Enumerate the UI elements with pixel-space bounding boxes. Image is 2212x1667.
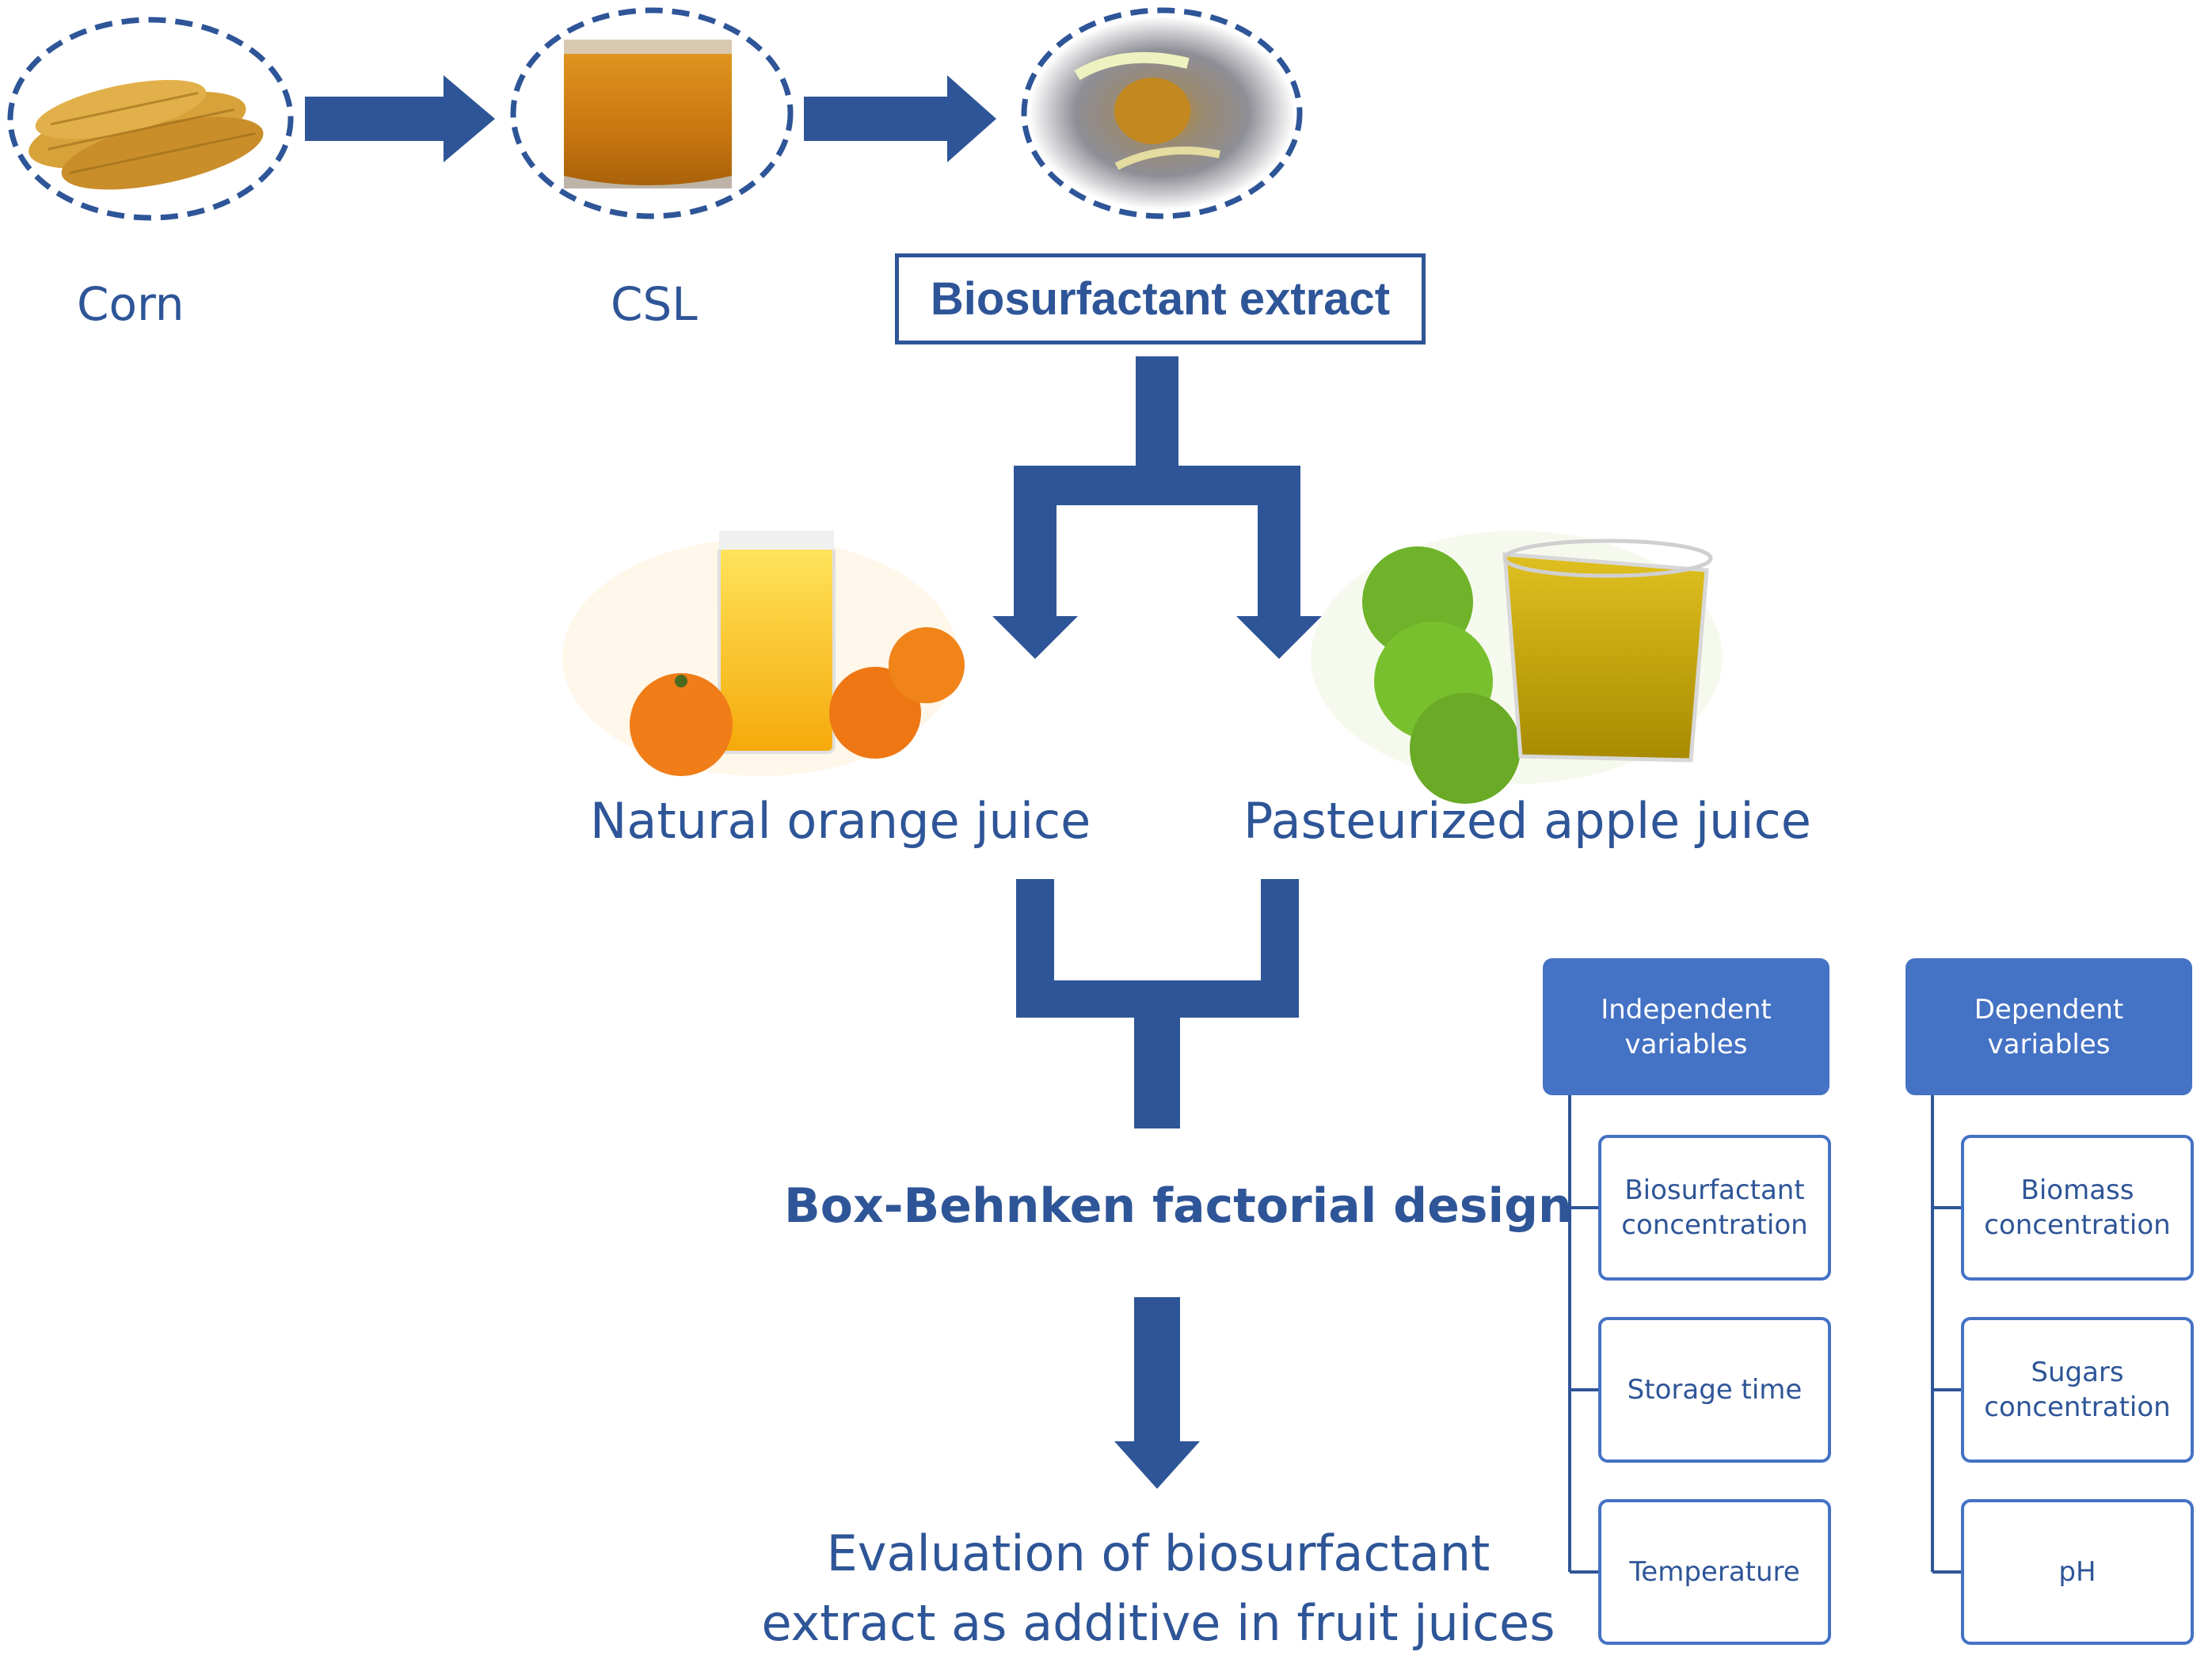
biosurfactant-extract-box: Biosurfactant extract — [895, 253, 1426, 344]
independent-variables-header: Independent variables — [1543, 958, 1829, 1095]
dependent-item: pH — [1961, 1499, 2194, 1645]
evaluation-label: Evaluation of biosurfactant extract as a… — [761, 1524, 1555, 1652]
merge-arrows — [1016, 879, 1299, 1128]
dependent-item: Sugars concentration — [1961, 1317, 2194, 1463]
orange-juice-label: Natural orange juice — [590, 792, 1091, 850]
corn-dashed-outline — [7, 17, 294, 221]
independent-item: Storage time — [1598, 1317, 1831, 1463]
dependent-variables-header: Dependent variables — [1906, 958, 2192, 1095]
arrow-down — [1114, 1297, 1200, 1489]
dependent-item: Biomass concentration — [1961, 1135, 2194, 1281]
independent-item: Temperature — [1598, 1499, 1831, 1645]
dependent-connector — [1931, 1095, 1961, 1574]
biosurfactant-dashed-outline — [1021, 7, 1303, 219]
csl-label: CSL — [611, 277, 698, 331]
apple-juice-icon — [1311, 531, 1723, 804]
independent-item: Biosurfactant concentration — [1598, 1135, 1831, 1281]
csl-icon — [564, 40, 732, 188]
arrow-right-1 — [305, 75, 495, 162]
biosurfactant-extract-label: Biosurfactant extract — [930, 273, 1391, 325]
split-arrows — [992, 356, 1322, 659]
apple-juice-label: Pasteurized apple juice — [1243, 792, 1811, 850]
orange-juice-icon — [562, 531, 965, 776]
biosurfactant-icon — [1029, 17, 1295, 210]
design-label: Box-Behnken factorial design — [784, 1178, 1572, 1234]
independent-connector — [1568, 1095, 1598, 1574]
corn-label: Corn — [77, 277, 185, 331]
arrow-right-2 — [804, 75, 996, 162]
csl-dashed-outline — [510, 7, 794, 219]
corn-icon — [29, 79, 264, 190]
